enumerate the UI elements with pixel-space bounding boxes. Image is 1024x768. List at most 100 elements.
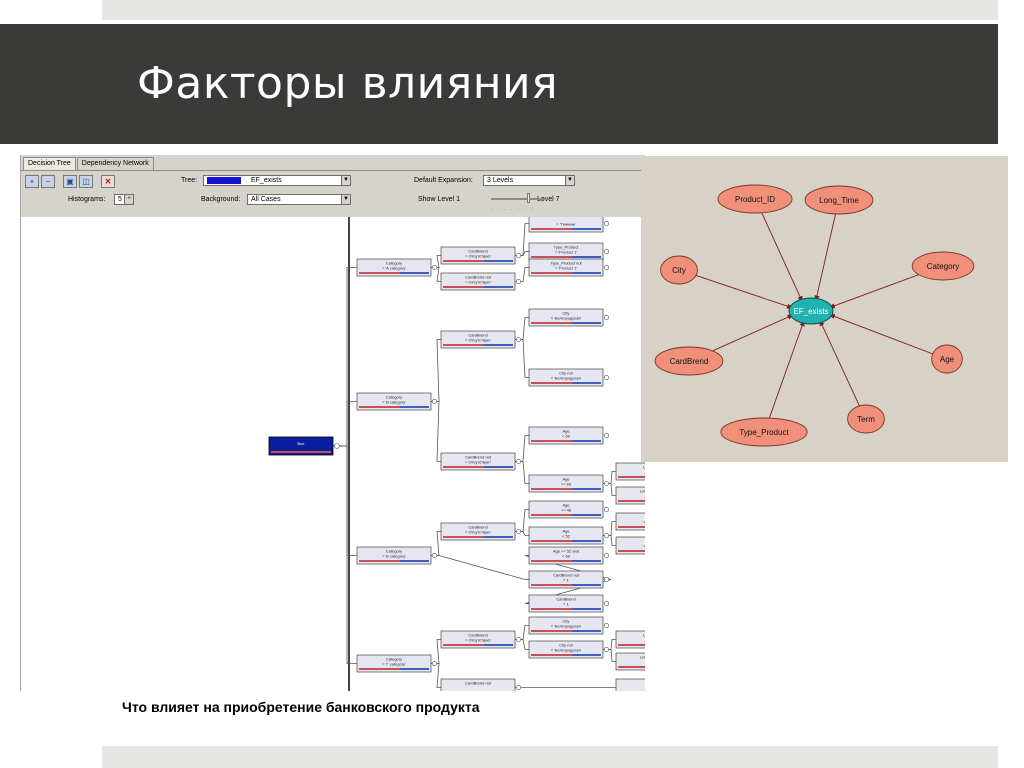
tree-node[interactable]: City= 'Белгородская' [528,616,609,635]
expander-icon[interactable] [603,506,609,512]
node-box [528,308,604,327]
tree-node[interactable]: Type_Product= 'Product 1' [528,242,609,261]
node-box [615,536,645,555]
expander-icon[interactable] [603,600,609,606]
network-node[interactable]: Age [931,344,963,374]
network-center-node[interactable]: EF_exists [788,297,834,325]
node-label-attribute: CardBrend not [465,681,492,686]
tree-node[interactable]: Age< 52 [528,526,609,545]
expander-icon[interactable] [603,433,609,439]
tree-node[interactable]: Category= 'Г category' [356,654,437,673]
expander-icon[interactable] [515,252,521,258]
node-label-condition: = 'В category' [382,400,406,405]
node-label-condition: = 'Г category' [382,662,406,667]
expander-icon[interactable] [603,221,609,227]
expander-icon[interactable] [603,552,609,558]
fit-icon[interactable]: ◫ [79,175,93,188]
tree-node[interactable]: CardBrend= Отсутствует [440,246,521,265]
network-node[interactable]: Category [911,251,975,281]
network-node[interactable]: City [660,255,698,285]
tree-node[interactable]: Category= 'Б category' [356,546,437,565]
expander-icon[interactable] [515,278,521,284]
tree-node[interactable]: Long_Time not< 6 [615,486,645,505]
tree-node[interactable]: CardBrend= Отсутствует [440,630,521,649]
tree-node[interactable]: = 'Тюмень' [528,217,609,233]
expander-icon[interactable] [431,264,437,270]
expander-icon[interactable] [603,576,609,582]
zoom-out-icon[interactable]: − [41,175,55,188]
node-histogram-bar [271,451,331,453]
tree-node[interactable]: CardBrend not= Отсутствует [440,452,521,471]
tree-node[interactable]: CardBrend not= 1 [528,570,609,589]
tree-node[interactable]: CardBrend not= Отсутствует [440,272,521,291]
expander-icon[interactable] [515,636,521,642]
tree-node[interactable]: Long_Time not< 6 [615,652,645,671]
network-node[interactable]: Term [847,404,885,434]
tree-node[interactable]: City not= 'Тюмень' [615,512,645,531]
expander-icon[interactable] [603,646,609,652]
tab-decision-tree[interactable]: Decision Tree [23,157,76,170]
network-node[interactable]: CardBrend [654,346,724,376]
tree-node[interactable]: Age< 69 [528,426,609,445]
expander-icon[interactable] [515,459,521,465]
network-node[interactable]: Long_Time [804,185,874,215]
tree-node[interactable]: CardBrend not [440,678,521,691]
tree-node[interactable]: Type_Product not= 'Product 1' [528,258,609,277]
network-node[interactable]: Type_Product [720,417,808,447]
tree-node[interactable]: Category= 'В category' [356,392,437,411]
tree-node[interactable]: City not= 'Белгородская' [528,640,609,659]
node-label-condition: = 'Б category' [382,554,406,559]
expander-icon[interactable] [515,337,521,343]
expander-icon[interactable] [515,684,521,690]
background-select[interactable]: All Cases ▼ [247,194,351,205]
tree-select[interactable]: EF_exists ▼ [203,175,351,186]
tree-node[interactable]: Long_Time< 6 [615,462,645,481]
tree-node[interactable]: Age>= 69 [528,474,609,493]
tree-root-node[interactable]: Все [268,436,340,456]
expander-icon[interactable] [603,264,609,270]
tree-select-value: EF_exists [251,177,282,184]
tree-node[interactable]: Category= 'А category' [356,258,437,277]
expander-icon[interactable] [603,622,609,628]
expander-icon[interactable] [334,443,340,449]
tree-node[interactable]: CardBrend= Отсутствует [440,330,521,349]
zoom-in-icon[interactable]: + [25,175,39,188]
copy-icon[interactable]: ▣ [63,175,77,188]
show-level-slider-thumb[interactable] [527,193,530,203]
tree-node[interactable]: CardBrend= 1 [528,594,609,613]
tree-node[interactable]: City= 'Белгородская' [528,308,609,327]
node-histogram-bar [359,406,400,408]
node-histogram-bar [443,344,484,346]
node-label-condition: = 'Тюмень' [643,544,645,549]
node-box [440,452,516,471]
expander-icon[interactable] [431,399,437,405]
tree-node[interactable]: Long_Time< 6 [615,630,645,649]
expander-icon[interactable] [603,532,609,538]
expander-icon[interactable] [431,552,437,558]
expander-icon[interactable] [603,375,609,381]
slide-caption: Что влияет на приобретение банковского п… [122,699,480,715]
tree-node[interactable]: Age >= 52 and< 69 [528,546,609,565]
tree-node[interactable]: Age>= 48 [528,500,609,519]
histograms-stepper[interactable]: 5 ÷ [114,194,134,205]
expander-icon[interactable] [603,480,609,486]
node-histogram-bar [571,584,601,586]
tree-node[interactable]: City not [615,678,645,691]
node-ellipse [720,417,808,447]
tab-dependency-network[interactable]: Dependency Network [76,157,154,170]
default-expansion-select[interactable]: 3 Levels ▼ [483,175,575,186]
show-level-slider[interactable] [491,198,549,200]
tree-node[interactable]: City not= 'Белгородская' [528,368,609,387]
tree-node[interactable]: City= 'Тюмень' [615,536,645,555]
node-histogram-bar [531,630,572,632]
tree-node[interactable]: CardBrend= Отсутствует [440,522,521,541]
expand-all-icon[interactable]: ✕ [101,175,115,188]
node-box [528,368,604,387]
network-node[interactable]: Product_ID [717,184,793,214]
expander-icon[interactable] [603,248,609,254]
expander-icon[interactable] [515,528,521,534]
dependency-edge [690,273,793,309]
expander-icon[interactable] [603,315,609,321]
expander-icon[interactable] [431,660,437,666]
